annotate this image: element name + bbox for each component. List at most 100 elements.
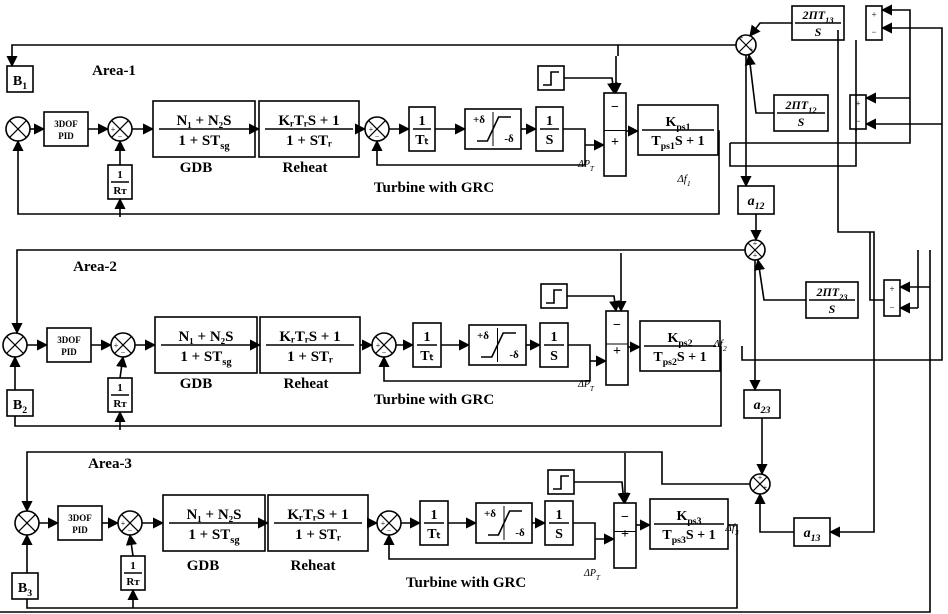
subscript: 1 xyxy=(687,179,691,188)
minus-sign: − xyxy=(855,116,860,126)
a13-to-sum3-wire xyxy=(754,492,794,533)
sign-label: − xyxy=(387,526,392,535)
df-bus-link-2 xyxy=(869,232,884,301)
numerator: 1 xyxy=(551,330,558,345)
subscript: sg xyxy=(220,141,230,152)
numerator: 1 xyxy=(431,508,438,523)
reheat-block: KᵣTᵣS + 11 + STᵣ xyxy=(259,316,361,374)
cross-line xyxy=(368,120,386,138)
grc-upper-limit: +δ xyxy=(484,508,496,520)
gain-a23: a23 xyxy=(743,389,781,419)
subscript: 3 xyxy=(27,588,32,599)
denominator: Tₜ xyxy=(420,349,433,364)
reheat-label: Reheat xyxy=(283,160,328,176)
step-load-disturbance xyxy=(540,283,568,309)
turbine-feedback-wire xyxy=(371,128,586,166)
subscript: ps3 xyxy=(672,535,686,546)
droop-wire xyxy=(125,533,137,557)
turbine-time-constant-block: 1Tₜ xyxy=(412,322,442,368)
numerator: 1 xyxy=(419,114,426,129)
step-to-bar-wire xyxy=(564,77,619,95)
step-icon xyxy=(543,71,559,86)
grc-lower-limit: -δ xyxy=(515,527,525,539)
gain-a13: a13 xyxy=(793,517,831,547)
tie23-to-sum2-wire xyxy=(753,258,806,301)
numerator: KᵣTᵣS + 1 xyxy=(287,507,348,523)
cross-line xyxy=(18,514,36,532)
cross-line xyxy=(375,336,393,354)
numerator: N₁ + N₂S xyxy=(186,507,241,523)
bus-riser xyxy=(858,231,875,330)
integrator-block: 1S xyxy=(539,322,569,368)
denominator: 1 + STsg xyxy=(188,527,240,546)
cross-line xyxy=(9,120,27,138)
cross-line xyxy=(121,514,139,532)
turbine-summing-junction: +− xyxy=(376,510,402,536)
subscript: 23 xyxy=(838,293,847,302)
pid-line-1: 3DOF xyxy=(54,119,78,129)
block-border xyxy=(57,505,103,541)
pid-line-2: PID xyxy=(61,347,77,357)
plus-sign: + xyxy=(611,135,619,150)
denominator: 1 + STᵣ xyxy=(286,133,332,149)
cross-line xyxy=(6,336,24,354)
subscript: T xyxy=(596,574,601,582)
step-to-bar-wire xyxy=(574,481,629,505)
step-load-disturbance xyxy=(537,65,565,91)
numerator: 1 xyxy=(117,382,123,394)
delta-pt-label: ΔPT xyxy=(583,568,601,582)
droop-wire xyxy=(116,355,128,379)
sign-label: + xyxy=(739,33,744,42)
subscript: 13 xyxy=(825,16,833,25)
subscript: ps3 xyxy=(687,516,701,527)
text-tail: S + 1 xyxy=(686,528,716,543)
gdb-label: GDB xyxy=(187,558,220,574)
area-title: Area-2 xyxy=(73,259,117,275)
area3-tie-feedback-wire xyxy=(21,451,750,513)
cross-line xyxy=(738,37,754,53)
tie-summing-junction-1: ++ xyxy=(735,33,757,56)
integrator-block: 1S xyxy=(544,500,574,546)
numerator: 1 xyxy=(130,560,136,572)
cross-line xyxy=(111,120,129,138)
delta-f-label: Δf1 xyxy=(676,173,691,188)
plus-sign: + xyxy=(613,344,621,359)
sign-label: − xyxy=(121,348,126,357)
subscript: 12 xyxy=(808,106,816,115)
subscript: sg xyxy=(222,357,232,368)
governor-summing-junction: +− xyxy=(117,510,143,536)
grc-lower-limit: -δ xyxy=(504,133,514,145)
sign-label: + xyxy=(369,125,374,134)
bias-block: B2 xyxy=(6,389,34,417)
ace-summing-junction xyxy=(14,510,40,536)
gdb-label: GDB xyxy=(180,160,213,176)
numerator: N₁ + N₂S xyxy=(176,113,231,129)
grc-limiter-block: +δ -δ xyxy=(475,502,533,544)
subscript: 2 xyxy=(723,344,727,353)
subscript: ps1 xyxy=(661,141,675,152)
bias-block: B1 xyxy=(6,65,34,93)
block-border xyxy=(737,185,775,215)
area2-tie-feedback-wire xyxy=(11,249,745,335)
block-border xyxy=(849,94,867,130)
block-border xyxy=(743,389,781,419)
droop-block: 1Rᴛ xyxy=(120,555,146,591)
sign-label: + xyxy=(376,341,381,350)
numerator: KᵣTᵣS + 1 xyxy=(278,113,339,129)
turbine-summing-junction: +− xyxy=(371,332,397,358)
sign-label: − xyxy=(382,348,387,357)
subscript: sg xyxy=(230,535,240,546)
numerator: N₁ + N₂S xyxy=(178,329,233,345)
turbine-summing-junction: +− xyxy=(364,116,390,142)
frequency-feedback-wire xyxy=(12,130,720,215)
turbine-time-constant-block: 1Tₜ xyxy=(419,500,449,546)
sign-label: − xyxy=(118,132,123,141)
